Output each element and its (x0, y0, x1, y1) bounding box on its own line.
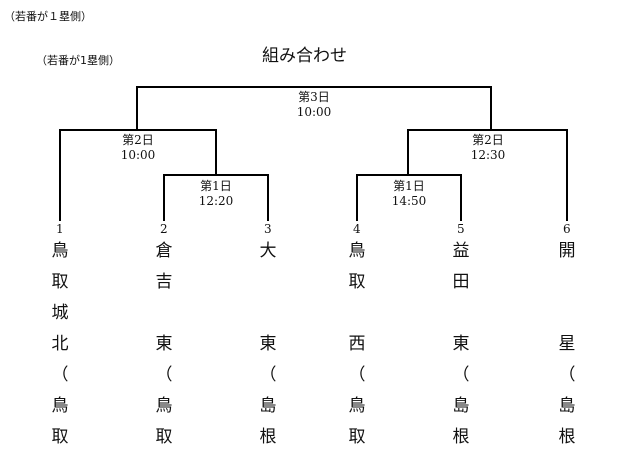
team-4-char: 西 (348, 334, 366, 354)
team-4-char: （ (348, 365, 366, 385)
team-6-char: 根 (558, 427, 576, 447)
team-3-char: （ (259, 365, 277, 385)
team-3-name: 大 東 （ 島 根 (256, 240, 280, 457)
bracket-title: 組み合わせ (262, 46, 347, 66)
team-3-char: 根 (259, 427, 277, 447)
team-1-name: 鳥 取 城 北 （ 鳥 取 (48, 240, 72, 457)
first-a-round: 第1日 12:20 (176, 179, 256, 209)
first-b-day: 第1日 (393, 179, 425, 193)
team-1-char: 鳥 (51, 241, 69, 261)
team-5-char: 東 (452, 334, 470, 354)
left-semi-time: 10:00 (120, 148, 156, 162)
team-1-char: （ (51, 365, 69, 385)
first-b-time: 14:50 (391, 194, 427, 208)
team-6-char: 星 (558, 334, 576, 354)
team-3-char (256, 271, 280, 293)
team-2-char (152, 302, 176, 324)
team-1-char: 北 (51, 334, 69, 354)
team-6-char (555, 302, 579, 324)
team-4-char: 取 (348, 272, 366, 292)
team-3-char (256, 302, 280, 324)
team-4-char: 鳥 (348, 396, 366, 416)
team-2-number: 2 (160, 222, 168, 236)
first-base-note: （若番が1塁側） (36, 54, 120, 67)
team-2-char: 東 (155, 334, 173, 354)
first-a-time: 12:20 (198, 194, 234, 208)
team-3-char: 大 (259, 241, 277, 261)
team-3-char: 島 (259, 396, 277, 416)
team-2-char: （ (155, 365, 173, 385)
team-4-char (345, 302, 369, 324)
team-5-char: 田 (452, 272, 470, 292)
team-5-name: 益 田 東 （ 島 根 (449, 240, 473, 457)
team-6-char (555, 271, 579, 293)
bracket-lines (59, 86, 568, 221)
team-6-char: 開 (558, 241, 576, 261)
team-5-char: （ (452, 365, 470, 385)
first-base-note-top: （若番が１塁側） (4, 10, 92, 23)
left-semi-round: 第2日 10:00 (98, 133, 178, 163)
team-4-name: 鳥 取 西 （ 鳥 取 (345, 240, 369, 457)
final-round: 第3日 10:00 (274, 90, 354, 120)
team-4-char: 取 (348, 427, 366, 447)
team-4-number: 4 (353, 222, 361, 236)
team-6-char: （ (558, 365, 576, 385)
team-5-char: 根 (452, 427, 470, 447)
team-6-name: 開 星 （ 島 根 (555, 240, 579, 457)
team-3-char: 東 (259, 334, 277, 354)
team-2-char: 倉 (155, 241, 173, 261)
right-semi-time: 12:30 (470, 148, 506, 162)
team-2-char: 取 (155, 427, 173, 447)
team-1-char: 取 (51, 272, 69, 292)
team-6-number: 6 (563, 222, 571, 236)
team-1-char: 鳥 (51, 396, 69, 416)
first-b-round: 第1日 14:50 (369, 179, 449, 209)
team-6-char: 島 (558, 396, 576, 416)
left-semi-day: 第2日 (122, 133, 154, 147)
team-1-char: 取 (51, 427, 69, 447)
team-2-char: 鳥 (155, 396, 173, 416)
right-semi-round: 第2日 12:30 (448, 133, 528, 163)
final-time: 10:00 (296, 105, 332, 119)
team-1-char: 城 (51, 303, 69, 323)
team-5-char: 益 (452, 241, 470, 261)
first-a-day: 第1日 (200, 179, 232, 193)
final-day: 第3日 (298, 90, 330, 104)
team-3-number: 3 (264, 222, 272, 236)
team-5-char: 島 (452, 396, 470, 416)
team-2-char: 吉 (155, 272, 173, 292)
team-1-number: 1 (56, 222, 64, 236)
right-semi-day: 第2日 (472, 133, 504, 147)
team-5-char (449, 302, 473, 324)
team-5-number: 5 (457, 222, 465, 236)
team-4-char: 鳥 (348, 241, 366, 261)
team-2-name: 倉 吉 東 （ 鳥 取 (152, 240, 176, 457)
